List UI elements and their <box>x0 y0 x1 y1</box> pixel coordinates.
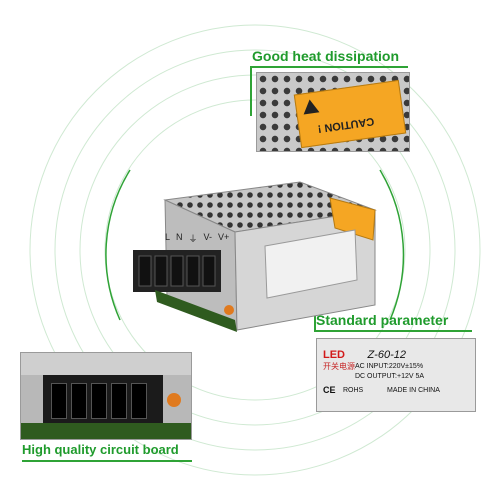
label-made-in: MADE IN CHINA <box>387 387 440 394</box>
terminal-label-vplus: V+ <box>218 232 230 242</box>
ce-mark: CE <box>323 385 336 395</box>
circuit-board-photo <box>20 352 192 440</box>
terminal-labels: L N ⏚ V- V+ <box>165 232 229 245</box>
label-model: Z-60-12 <box>367 349 406 361</box>
label-brand: LED <box>323 349 345 361</box>
power-supply-photo <box>133 181 377 332</box>
heat-connector-line <box>252 66 408 68</box>
board-connector-line <box>22 460 192 462</box>
callout-param-title: Standard parameter <box>316 312 449 328</box>
potentiometer <box>167 393 181 407</box>
param-connector-line <box>316 330 472 332</box>
callout-heat-title: Good heat dissipation <box>252 48 400 64</box>
label-closeup-photo: LED Z-60-12 开关电源 AC INPUT:220V±15% DC OU… <box>316 338 476 412</box>
terminal-label-ground: ⏚ <box>188 234 198 244</box>
caution-text: CAUTION ! <box>316 114 375 135</box>
label-subtitle: 开关电源 <box>323 362 355 371</box>
terminal-label-l: L <box>165 232 171 242</box>
label-rohs: ROHS <box>343 387 364 394</box>
label-input: AC INPUT:220V±15% <box>355 363 424 370</box>
terminal-label-n: N <box>176 232 183 242</box>
label-output: DC OUTPUT:+12V 5A <box>355 373 425 380</box>
heat-connector-vertical <box>250 66 252 116</box>
callout-board-title: High quality circuit board <box>22 442 179 457</box>
heat-dissipation-photo: CAUTION ! <box>256 72 410 152</box>
warning-triangle-icon <box>301 98 320 115</box>
terminal-label-vminus: V- <box>203 232 213 242</box>
caution-sticker: CAUTION ! <box>293 79 407 149</box>
